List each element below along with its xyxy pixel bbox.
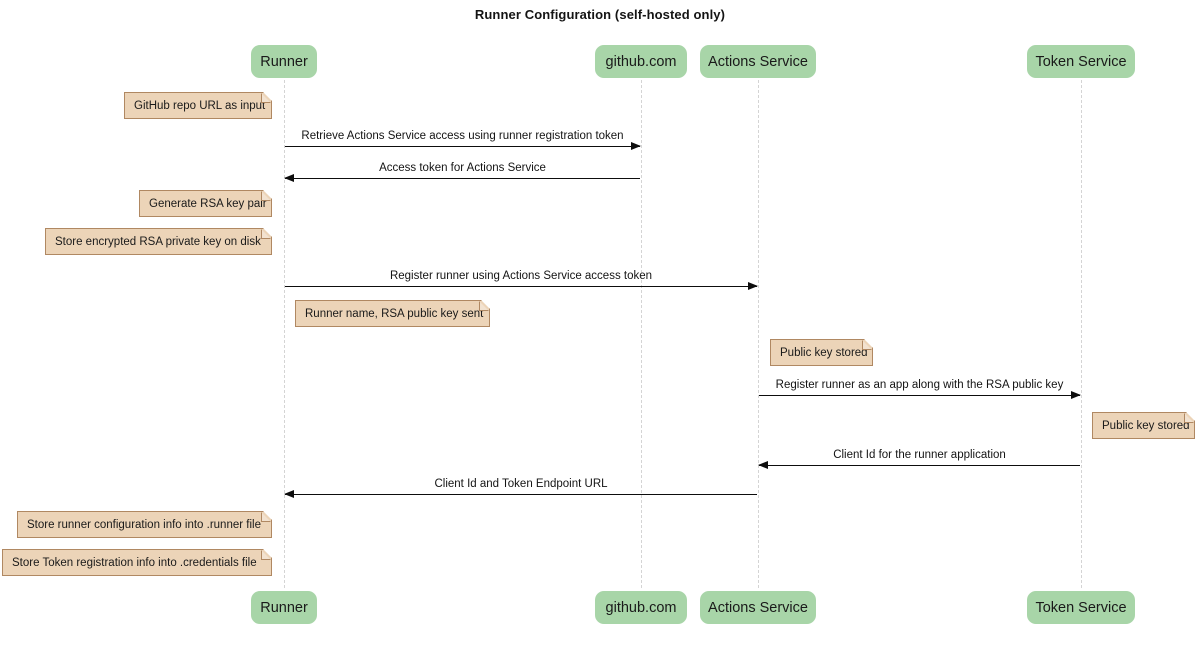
arrowhead-icon <box>758 460 768 469</box>
lifeline-runner <box>284 80 285 588</box>
note-fold-corner-icon <box>479 301 489 311</box>
note-text: Generate RSA key pair <box>149 197 267 210</box>
note-fold-corner-icon <box>862 340 872 350</box>
participant-label: github.com <box>605 599 677 616</box>
note-fold-corner-icon <box>261 191 271 201</box>
msg-client-id-arrow <box>758 460 1080 469</box>
msg-register-runner-label: Register runner using Actions Service ac… <box>389 270 653 282</box>
participant-label: github.com <box>605 53 677 70</box>
msg-register-app-rsa-label: Register runner as an app along with the… <box>775 379 1064 391</box>
participant-actions-top[interactable]: Actions Service <box>700 45 816 78</box>
msg-client-id-token-url-label: Client Id and Token Endpoint URL <box>434 478 608 490</box>
note-store-encrypted-rsa: Store encrypted RSA private key on disk <box>45 228 272 255</box>
participant-runner-top[interactable]: Runner <box>251 45 317 78</box>
participant-label: Actions Service <box>708 599 808 616</box>
note-text: Store Token registration info into .cred… <box>12 556 257 569</box>
msg-client-id-label: Client Id for the runner application <box>833 449 1006 461</box>
lifeline-github <box>641 80 642 588</box>
note-fold-corner-icon <box>261 512 271 522</box>
note-text: Public key stored <box>780 346 868 359</box>
arrowhead-icon <box>748 281 758 290</box>
note-fold-corner-icon <box>1184 413 1194 423</box>
lifeline-actions <box>758 80 759 588</box>
msg-access-token-label: Access token for Actions Service <box>379 162 546 174</box>
msg-retrieve-actions-access-arrow <box>285 141 641 150</box>
participant-github-bottom[interactable]: github.com <box>595 591 687 624</box>
msg-client-id-token-url-arrow <box>284 489 757 498</box>
participant-label: Token Service <box>1035 53 1127 70</box>
participant-runner-bottom[interactable]: Runner <box>251 591 317 624</box>
note-text: Public key stored <box>1102 419 1190 432</box>
arrowhead-icon <box>1071 390 1081 399</box>
note-text: Runner name, RSA public key sent <box>305 307 484 320</box>
note-fold-corner-icon <box>261 93 271 103</box>
note-text: Store runner configuration info into .ru… <box>27 518 261 531</box>
participant-token-bottom[interactable]: Token Service <box>1027 591 1135 624</box>
msg-register-app-rsa-arrow <box>759 390 1081 399</box>
note-public-key-stored-2: Public key stored <box>1092 412 1195 439</box>
participant-token-top[interactable]: Token Service <box>1027 45 1135 78</box>
note-text: GitHub repo URL as input <box>134 99 266 112</box>
msg-access-token-arrow <box>284 173 640 182</box>
participant-label: Actions Service <box>708 53 808 70</box>
note-generate-rsa: Generate RSA key pair <box>139 190 272 217</box>
arrowhead-icon <box>631 141 641 150</box>
participant-label: Runner <box>260 53 308 70</box>
note-text: Store encrypted RSA private key on disk <box>55 235 261 248</box>
participant-label: Runner <box>260 599 308 616</box>
arrowhead-icon <box>284 489 294 498</box>
note-fold-corner-icon <box>261 229 271 239</box>
note-github-repo-url: GitHub repo URL as input <box>124 92 272 119</box>
note-store-token-reg: Store Token registration info into .cred… <box>2 549 272 576</box>
note-store-runner-config: Store runner configuration info into .ru… <box>17 511 272 538</box>
msg-register-runner-arrow <box>285 281 758 290</box>
participant-actions-bottom[interactable]: Actions Service <box>700 591 816 624</box>
msg-retrieve-actions-access-label: Retrieve Actions Service access using ru… <box>301 130 624 142</box>
page-title: Runner Configuration (self-hosted only) <box>474 7 726 22</box>
note-runner-name-rsa: Runner name, RSA public key sent <box>295 300 490 327</box>
note-public-key-stored-1: Public key stored <box>770 339 873 366</box>
participant-github-top[interactable]: github.com <box>595 45 687 78</box>
arrowhead-icon <box>284 173 294 182</box>
note-fold-corner-icon <box>261 550 271 560</box>
lifeline-token <box>1081 80 1082 588</box>
participant-label: Token Service <box>1035 599 1127 616</box>
